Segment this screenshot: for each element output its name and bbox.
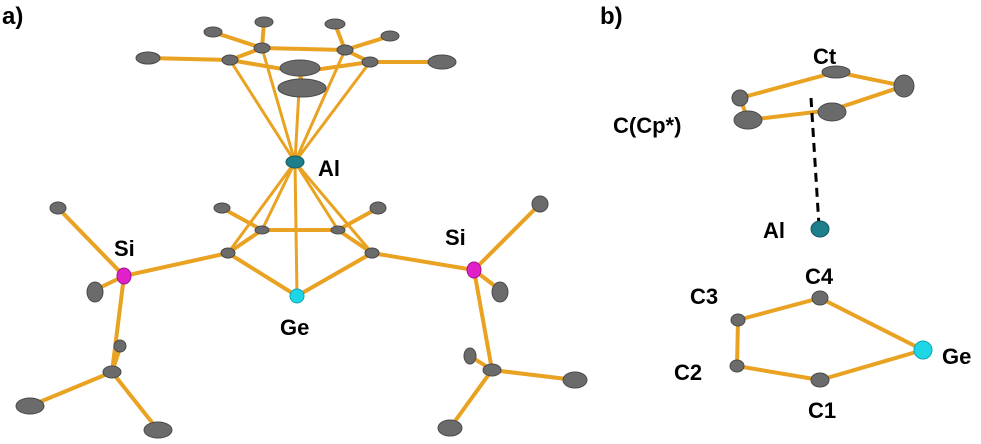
panel-b: b) xyxy=(600,3,971,423)
al-cp-star-bonds xyxy=(228,46,372,164)
germole-ring-b xyxy=(729,290,925,388)
germole-ring-bonds xyxy=(220,206,380,298)
panel-a: a) xyxy=(2,3,588,439)
panel-a-label: a) xyxy=(2,3,23,30)
ge-label-b: Ge xyxy=(942,344,971,369)
germanium-atom-a xyxy=(289,288,305,304)
c2-label: C2 xyxy=(674,360,702,385)
panel-b-label: b) xyxy=(600,3,623,30)
si-right-label: Si xyxy=(445,225,466,250)
silicon-atom-left xyxy=(116,267,132,285)
germanium-atom-b xyxy=(913,340,933,360)
c-cp-star-label: C(Cp*) xyxy=(613,113,681,138)
silicon-atom-right xyxy=(466,261,482,279)
ge-label-a: Ge xyxy=(280,315,309,340)
al-label-a: Al xyxy=(318,156,340,181)
aluminium-atom-a xyxy=(285,155,305,169)
carbon-atoms-a xyxy=(15,16,588,439)
aluminium-atom-b xyxy=(810,220,830,238)
cp-ring-b xyxy=(731,65,915,130)
c4-label: C4 xyxy=(805,264,834,289)
si-left-label: Si xyxy=(114,236,135,261)
ct-al-dashed-line xyxy=(809,97,821,227)
c3-label: C3 xyxy=(690,284,718,309)
ct-label: Ct xyxy=(813,44,837,69)
c1-label: C1 xyxy=(808,398,836,423)
cp-star-ring-bonds xyxy=(146,20,444,88)
al-label-b: Al xyxy=(763,218,785,243)
